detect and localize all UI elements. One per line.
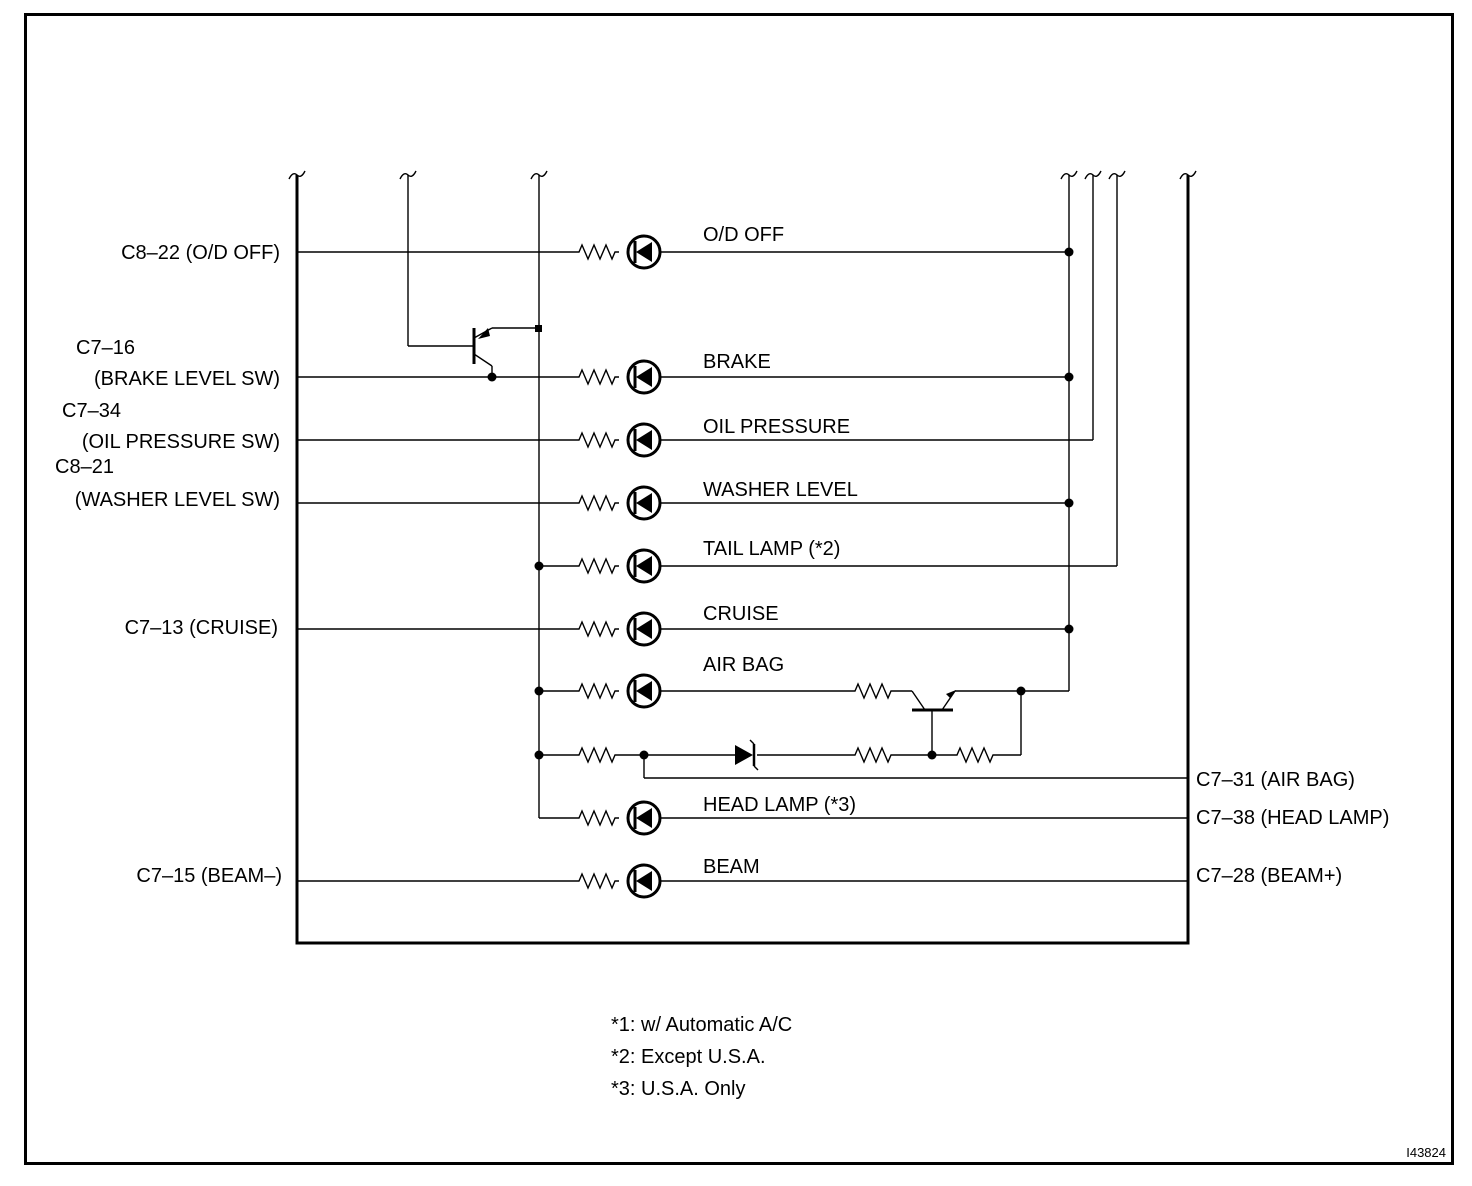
label-c7-34: C7–34 xyxy=(62,400,121,422)
label-c8-21: C8–21 xyxy=(55,456,114,478)
lamp-labels: O/D OFF BRAKE OIL PRESSURE WASHER LEVEL … xyxy=(703,224,858,878)
zener-diode xyxy=(735,739,759,771)
lamp-label-cruise: CRUISE xyxy=(703,603,779,625)
air-bag-transistor xyxy=(911,690,956,755)
lamp-label-head-lamp: HEAD LAMP (*3) xyxy=(703,794,856,816)
led-air-bag xyxy=(626,673,662,709)
lamp-label-brake: BRAKE xyxy=(703,351,771,373)
led-tail-lamp xyxy=(626,548,662,584)
label-c8-22: C8–22 (O/D OFF) xyxy=(121,242,280,264)
label-c7-15: C7–15 (BEAM–) xyxy=(136,865,282,887)
label-c7-31: C7–31 (AIR BAG) xyxy=(1196,769,1355,791)
led-lamps xyxy=(626,234,662,899)
vertical-wires xyxy=(407,175,1118,818)
led-beam xyxy=(626,863,662,899)
label-washer-level-sw: (WASHER LEVEL SW) xyxy=(75,489,280,511)
figure-id: I43824 xyxy=(1406,1145,1446,1160)
label-c7-38: C7–38 (HEAD LAMP) xyxy=(1196,807,1389,829)
diagram-frame xyxy=(24,13,1454,1165)
led-oil-pressure xyxy=(626,422,662,458)
footnote-3: *3: U.S.A. Only xyxy=(611,1078,746,1100)
lamp-label-tail-lamp: TAIL LAMP (*2) xyxy=(703,538,840,560)
label-c7-16: C7–16 xyxy=(76,337,135,359)
led-head-lamp xyxy=(626,800,662,836)
row-wires xyxy=(297,251,1188,882)
label-oil-pressure-sw: (OIL PRESSURE SW) xyxy=(82,431,280,453)
led-washer-level xyxy=(626,485,662,521)
lamp-label-washer-level: WASHER LEVEL xyxy=(703,479,858,501)
left-connector-labels: C8–22 (O/D OFF) C7–16 (BRAKE LEVEL SW) C… xyxy=(55,242,282,887)
circuit-box xyxy=(295,175,1190,945)
lamp-label-oil-pressure: OIL PRESSURE xyxy=(703,416,850,438)
label-brake-level-sw: (BRAKE LEVEL SW) xyxy=(94,368,280,390)
footnotes: *1: w/ Automatic A/C *2: Except U.S.A. *… xyxy=(611,1014,792,1100)
lamp-label-od-off: O/D OFF xyxy=(703,224,784,246)
break-marks xyxy=(288,170,1197,180)
brake-transistor xyxy=(408,325,542,377)
led-od-off xyxy=(626,234,662,270)
led-cruise xyxy=(626,611,662,647)
led-brake xyxy=(626,359,662,395)
footnote-1: *1: w/ Automatic A/C xyxy=(611,1014,792,1036)
label-c7-28: C7–28 (BEAM+) xyxy=(1196,865,1342,887)
footnote-2: *2: Except U.S.A. xyxy=(611,1046,766,1068)
label-c7-13: C7–13 (CRUISE) xyxy=(125,617,278,639)
lamp-label-air-bag: AIR BAG xyxy=(703,654,784,676)
lamp-label-beam: BEAM xyxy=(703,856,760,878)
right-connector-labels: C7–31 (AIR BAG) C7–38 (HEAD LAMP) C7–28 … xyxy=(1196,769,1389,887)
junction-dots xyxy=(487,247,1074,760)
